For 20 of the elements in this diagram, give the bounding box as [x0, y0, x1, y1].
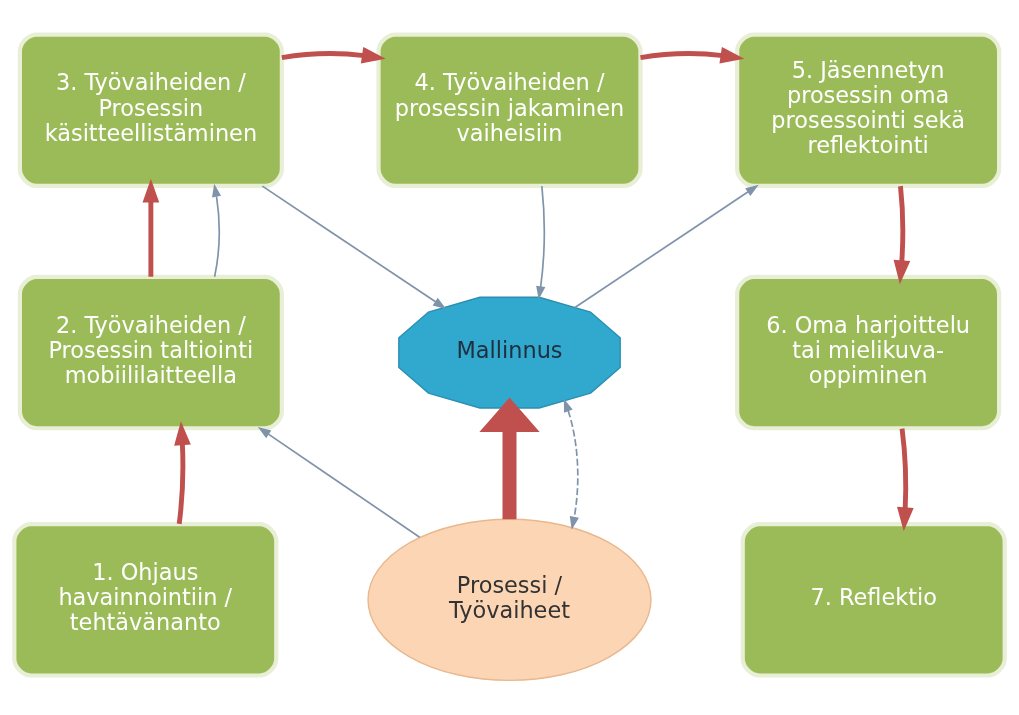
node-box: 6. Oma harjoittelu tai mielikuva-oppiminen: [735, 274, 1002, 431]
arrow: [897, 428, 914, 532]
arrow: [261, 185, 447, 309]
arrow: [640, 46, 745, 64]
node-box: 1. Ohjaus havainnointiin / tehtävänanto: [12, 522, 279, 678]
arrow: [257, 426, 421, 539]
arrow: [536, 185, 546, 300]
arrow: [174, 421, 191, 525]
node-box: 5. Jäsennetyn prosessin oma prosessointi sekä reflektointi: [735, 32, 1002, 188]
node-box: 7. Reflektio: [740, 522, 1007, 678]
node-box: 4. Työvaiheiden / prosessin jakaminen vaiheisiin: [376, 32, 643, 188]
arrow: [563, 398, 579, 530]
arrow: [574, 184, 759, 309]
arrow: [893, 185, 911, 285]
arrow: [212, 183, 222, 278]
node-box: 3. Työvaiheiden / Prosessin käsitteellistäminen: [17, 32, 284, 188]
arrow: [281, 46, 386, 64]
node-box: 2. Työvaiheiden / Prosessin taltiointi mobiililaitteella: [17, 274, 284, 431]
arrow: [479, 397, 540, 520]
arrow: [142, 178, 160, 277]
